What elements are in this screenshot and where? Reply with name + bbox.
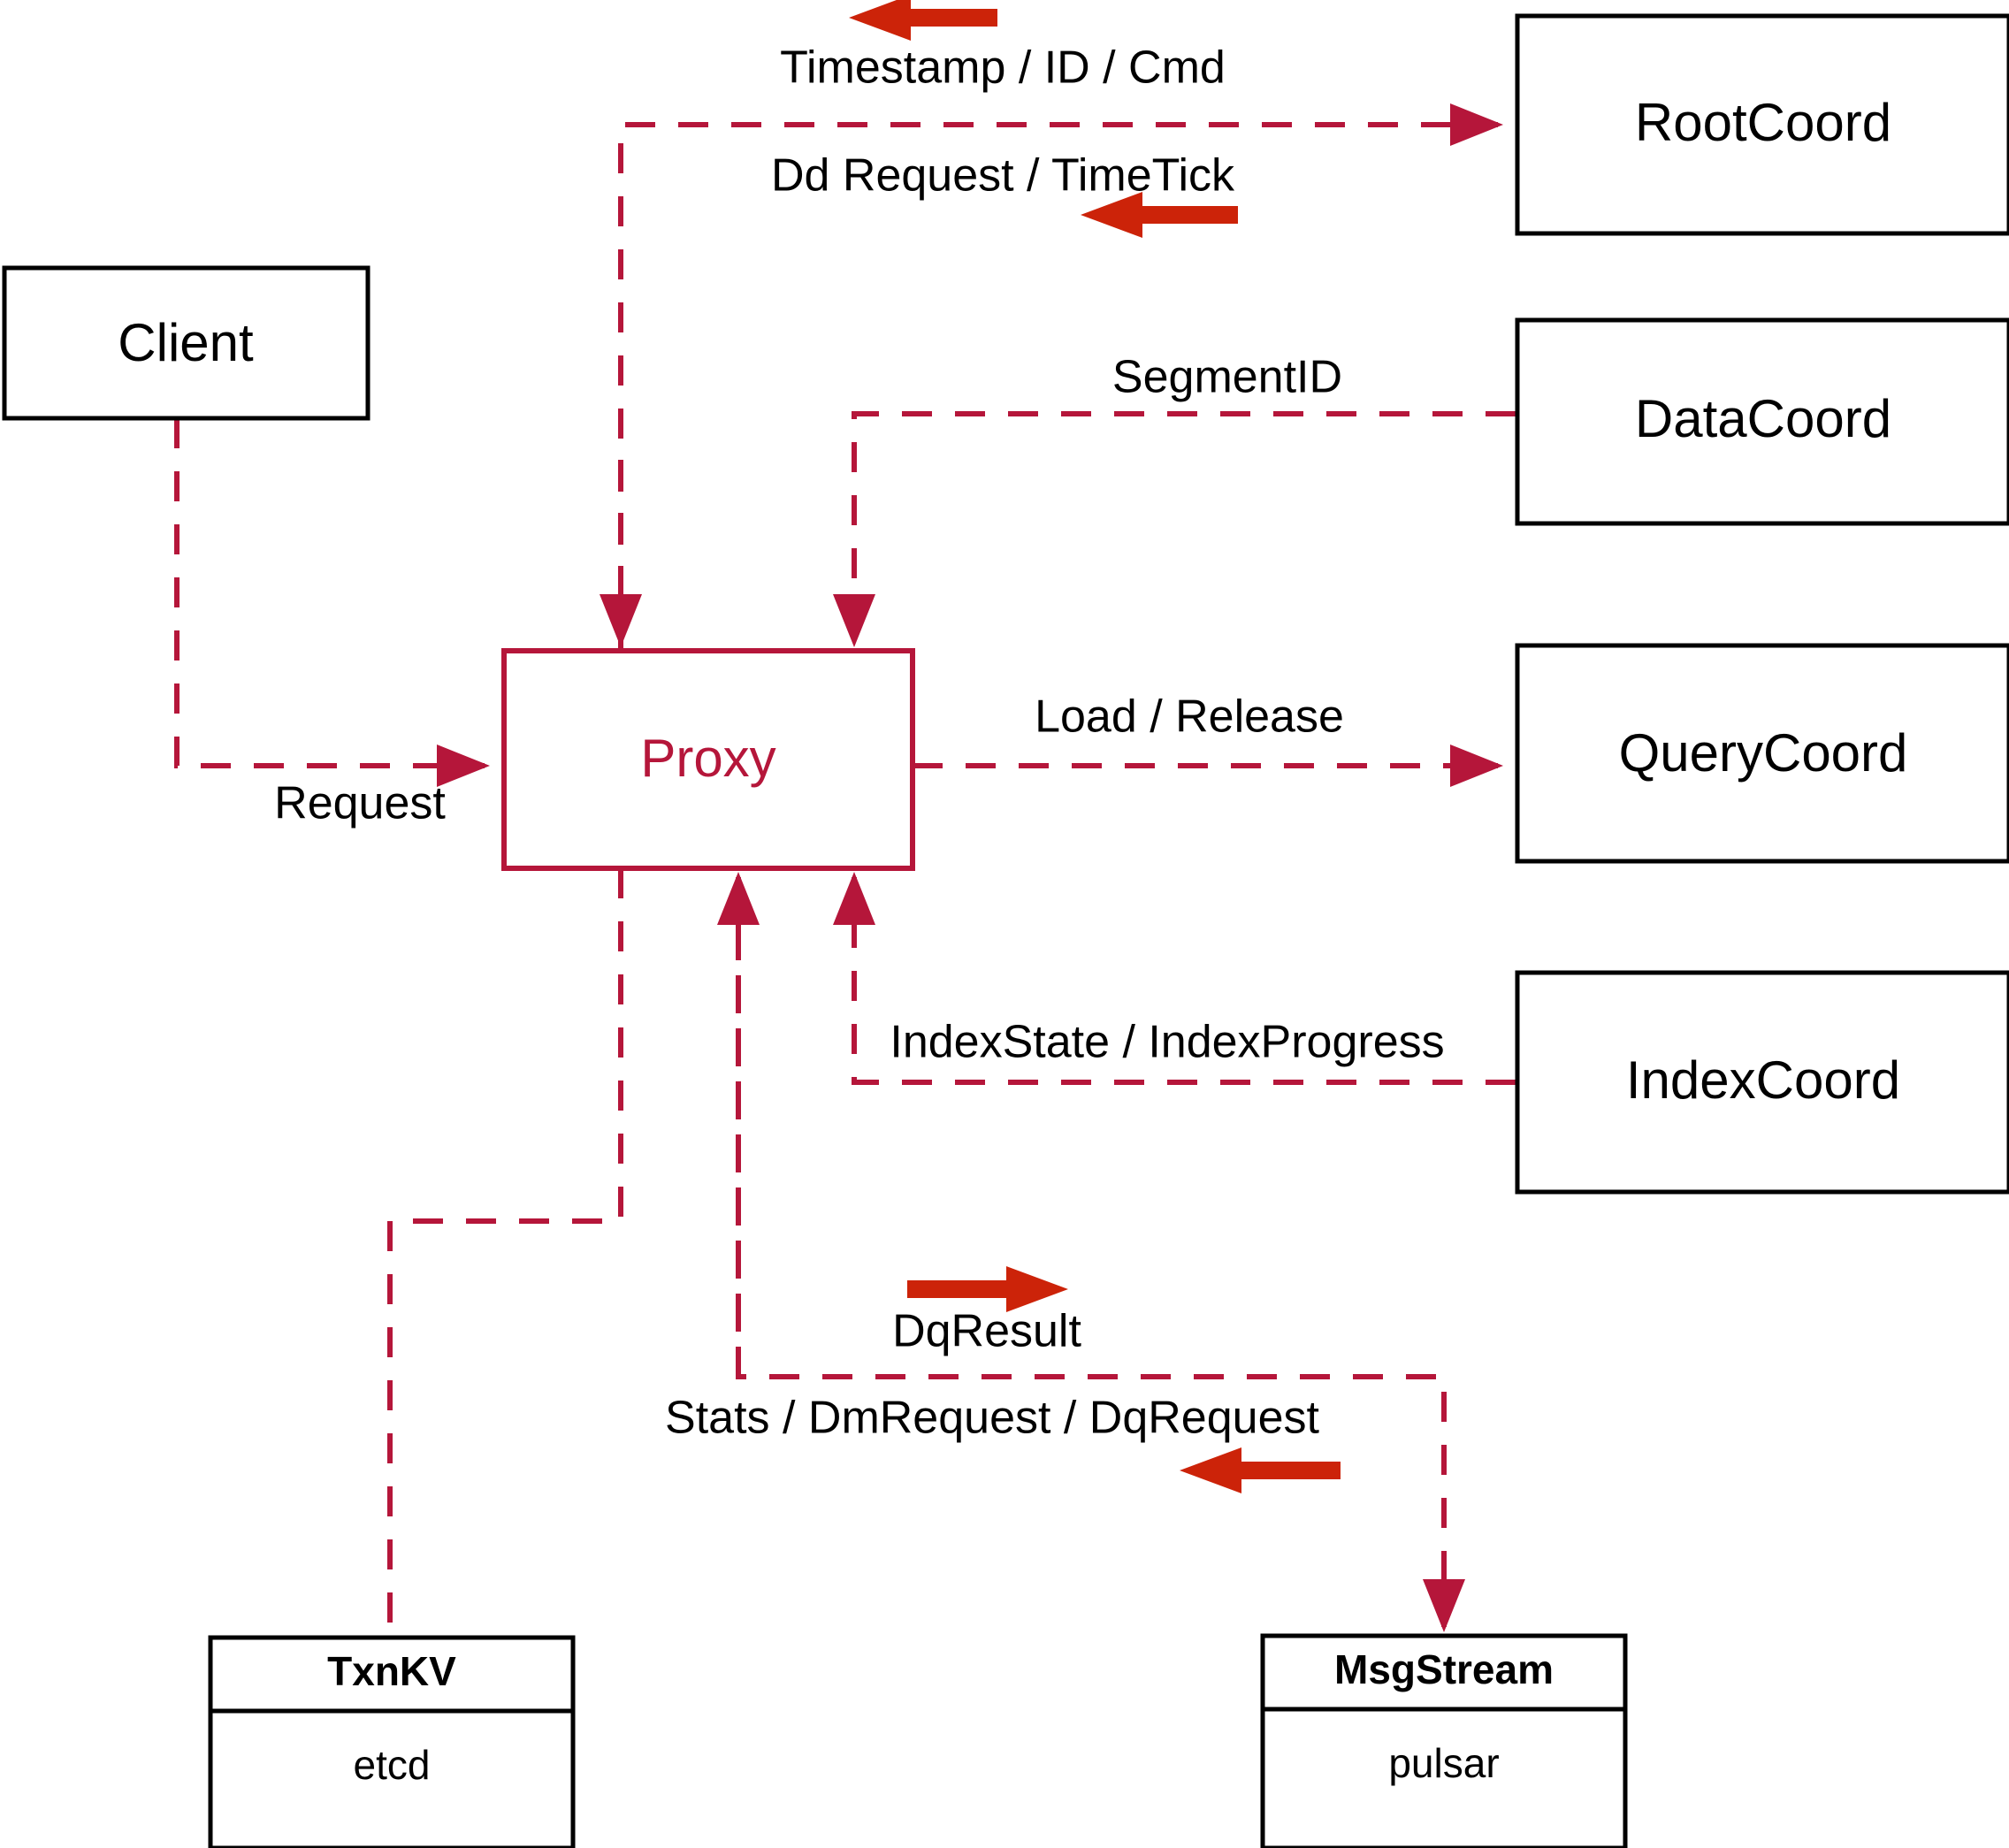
timestamp-flow-arrow (849, 0, 997, 41)
edge-label-dq-result: DqResult (892, 1306, 1081, 1357)
node-querycoord[interactable]: QueryCoord (1515, 643, 2009, 864)
node-rootcoord-label: RootCoord (1635, 93, 1891, 152)
node-indexcoord-label: IndexCoord (1626, 1050, 1900, 1110)
node-client-label: Client (118, 313, 254, 372)
node-proxy[interactable]: Proxy (501, 648, 915, 871)
edge-proxy-to-rootcoord (618, 103, 1503, 651)
edge-label-timestamp-id-cmd: Timestamp / ID / Cmd (780, 42, 1226, 94)
node-indexcoord[interactable]: IndexCoord (1515, 970, 2009, 1195)
node-datacoord-label: DataCoord (1635, 389, 1891, 448)
node-msgstream[interactable]: MsgStream pulsar (1260, 1633, 1628, 1848)
node-txnkv-impl: etcd (354, 1742, 431, 1788)
edge-label-segment-id: SegmentID (1112, 352, 1342, 403)
edge-label-load-release: Load / Release (1035, 691, 1344, 743)
edge-datacoord-to-proxy-segmentid (833, 411, 1516, 647)
node-datacoord[interactable]: DataCoord (1515, 317, 2009, 526)
edge-proxy-to-txnkv (387, 868, 623, 1638)
node-client[interactable]: Client (2, 265, 370, 421)
node-msgstream-impl: pulsar (1388, 1740, 1499, 1786)
edge-indexcoord-to-proxy (833, 872, 1516, 1085)
edge-label-stats-dm-dq-request: Stats / DmRequest / DqRequest (665, 1393, 1319, 1444)
node-txnkv-title: TxnKV (327, 1648, 456, 1694)
stats-request-flow-arrow (1180, 1447, 1341, 1493)
edge-proxy-to-msgstream (736, 877, 1465, 1632)
node-querycoord-label: QueryCoord (1619, 723, 1908, 783)
node-msgstream-title: MsgStream (1334, 1646, 1554, 1692)
dd-request-flow-arrow (1081, 192, 1238, 238)
node-proxy-label: Proxy (640, 729, 775, 788)
node-txnkv[interactable]: TxnKV etcd (208, 1635, 576, 1848)
edge-label-request: Request (274, 778, 446, 829)
edge-client-to-proxy-request (174, 418, 490, 787)
node-rootcoord[interactable]: RootCoord (1515, 13, 2009, 236)
dq-result-flow-arrow (907, 1266, 1068, 1312)
edge-label-dd-request-timetick: Dd Request / TimeTick (771, 150, 1235, 202)
edge-label-index-state-progress: IndexState / IndexProgress (890, 1017, 1444, 1068)
